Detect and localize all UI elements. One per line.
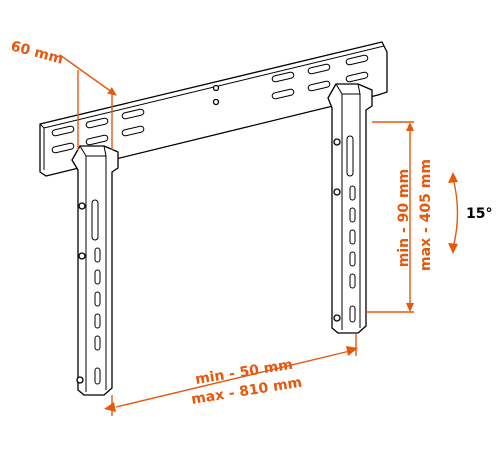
screw-hole-bottom (212, 98, 220, 106)
width-dimension (104, 334, 358, 416)
offset-dimension (59, 54, 117, 150)
screw-hole-top (212, 84, 220, 92)
wall-plate (39, 41, 388, 177)
wall-plate-slots (51, 54, 369, 154)
height-dimension (366, 121, 414, 313)
right-bracket (327, 83, 373, 334)
tilt-label: 15° (466, 206, 492, 222)
height-max-label: max - 405 mm (418, 159, 434, 271)
left-bracket (71, 145, 119, 396)
offset-label: 60 mm (9, 38, 65, 67)
tilt-arc-icon (448, 172, 459, 254)
height-min-label: min - 90 mm (396, 169, 412, 267)
